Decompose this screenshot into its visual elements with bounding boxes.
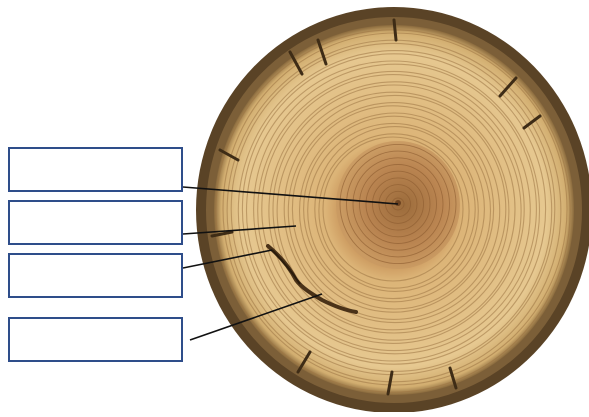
label-box-1[interactable]	[8, 147, 183, 192]
label-box-3[interactable]	[8, 253, 183, 298]
label-box-2[interactable]	[8, 200, 183, 245]
label-box-4[interactable]	[8, 317, 183, 362]
pith	[395, 200, 401, 206]
